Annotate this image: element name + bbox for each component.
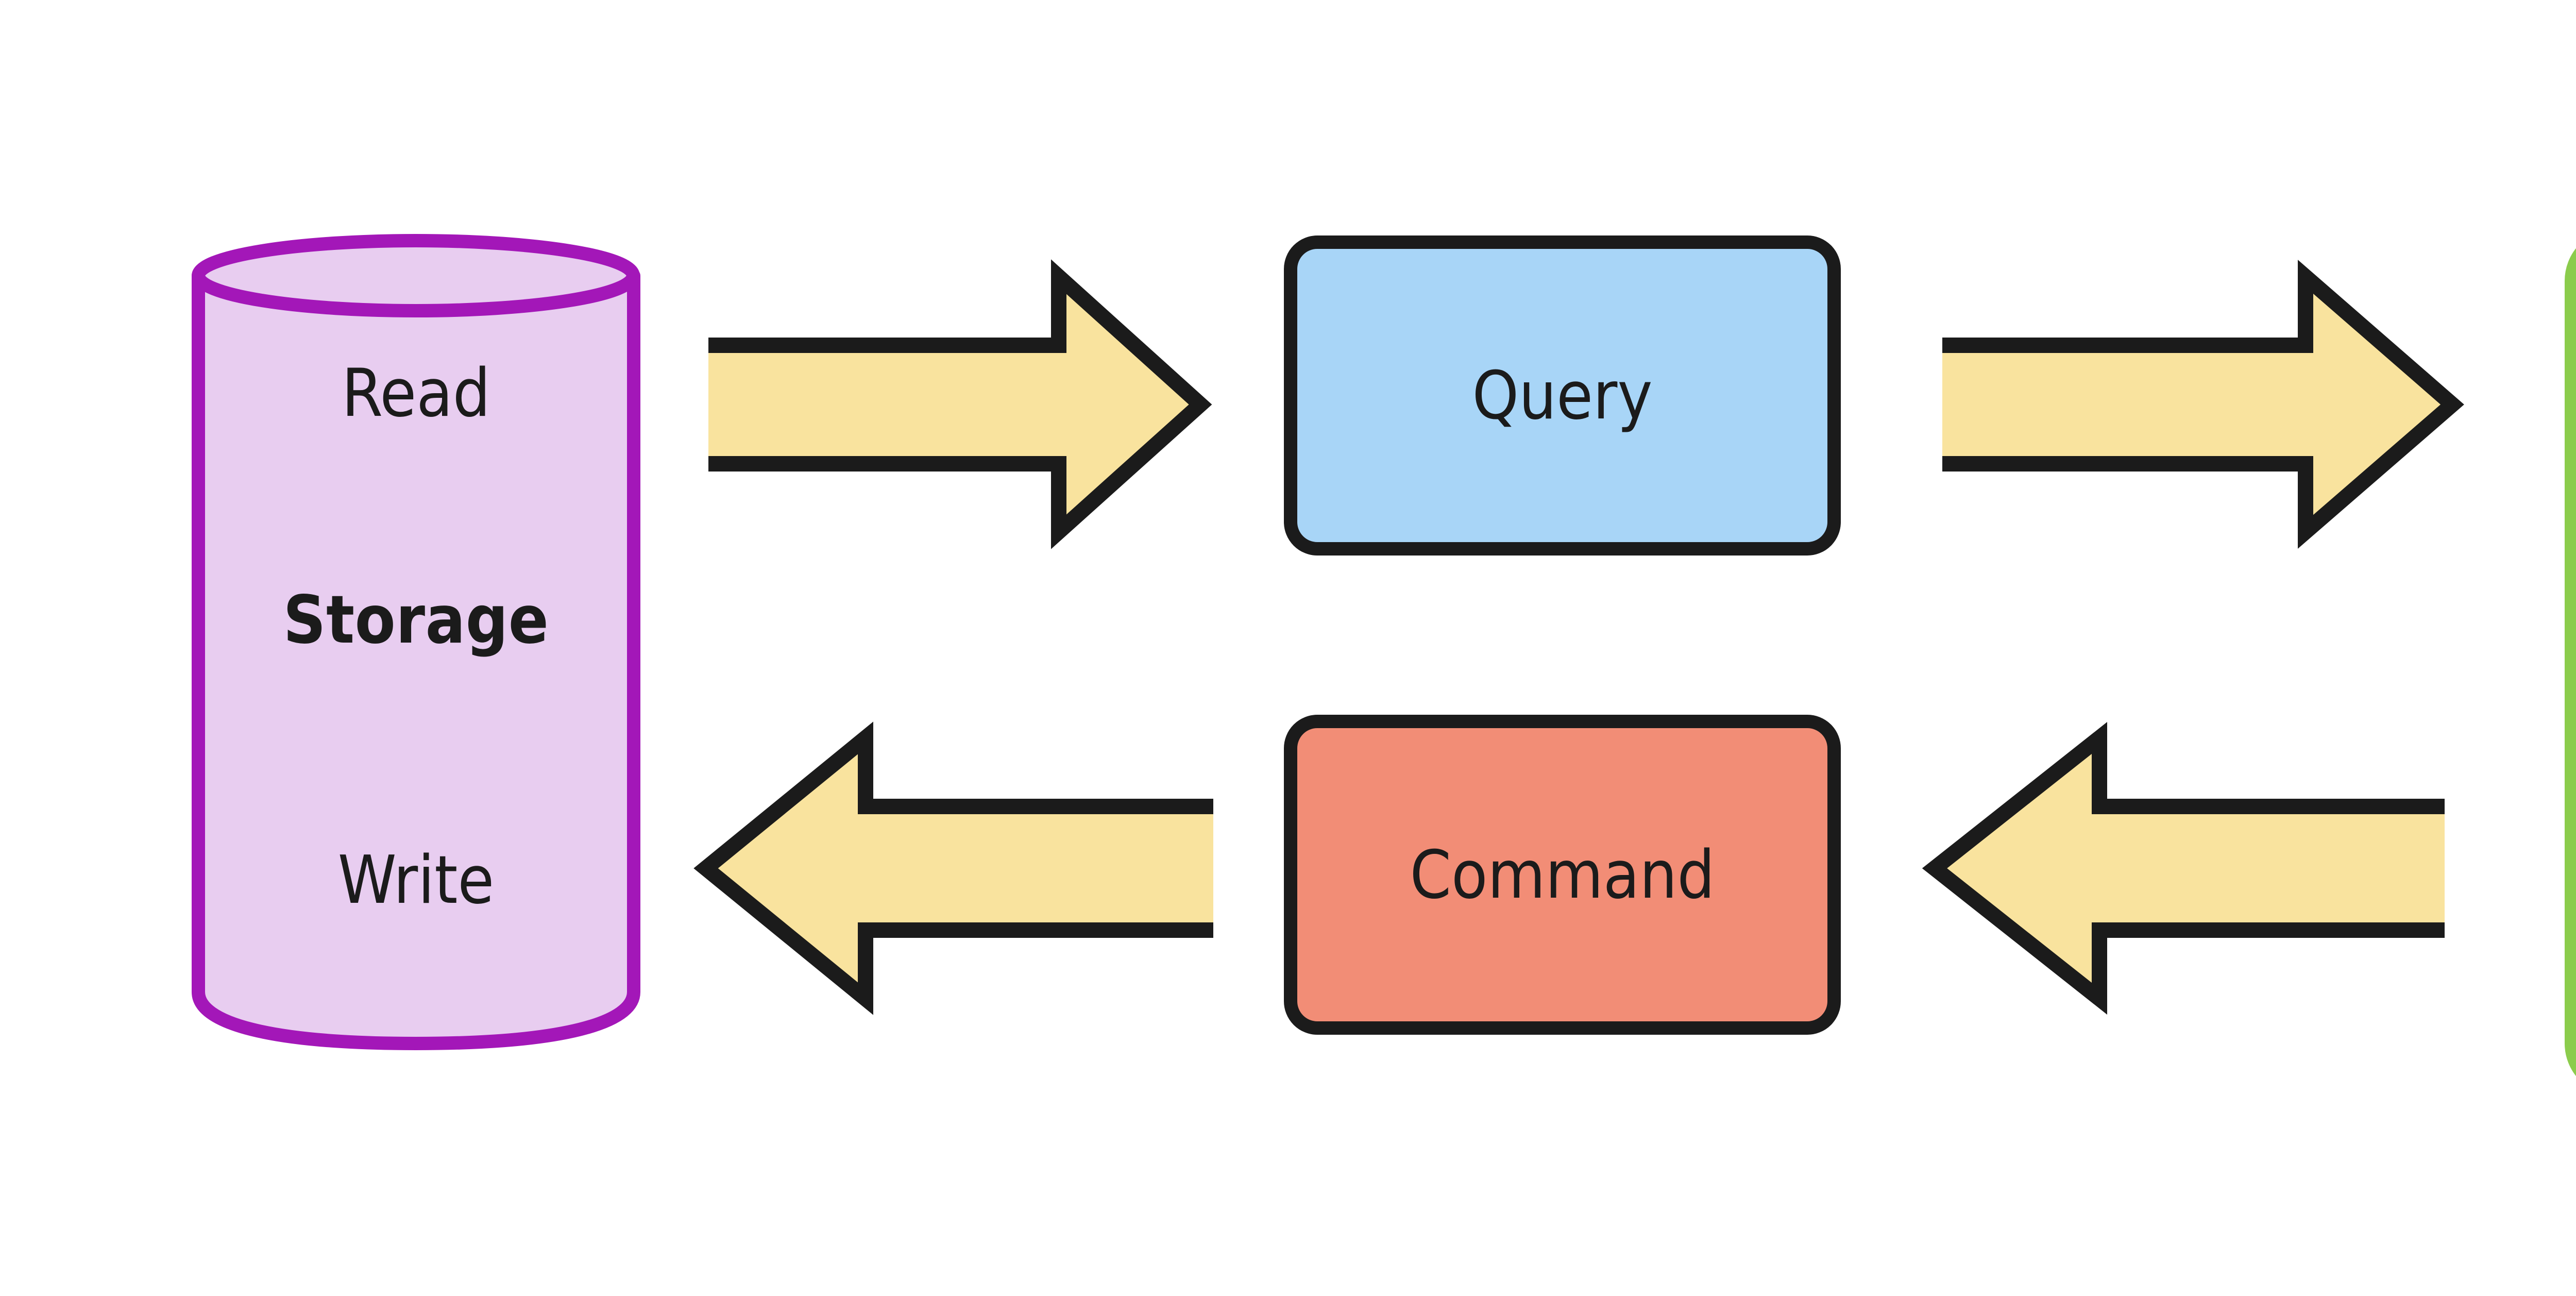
node-storage[interactable] — [192, 234, 640, 1050]
storage-write-label: Write — [337, 842, 495, 919]
arrow-storage-to-query[interactable] — [708, 259, 1212, 549]
command-box-shape — [1284, 715, 1841, 1035]
cylinder-top-ellipse — [192, 234, 640, 317]
left-arrow-shape — [1922, 722, 2445, 1015]
right-arrow-shape — [1942, 260, 2464, 549]
cylinder-body — [192, 269, 640, 1050]
arrow-ui-to-command[interactable] — [1922, 722, 2445, 1015]
arrow-query-to-ui[interactable] — [1942, 260, 2464, 549]
query-box-shape — [1284, 235, 1841, 556]
storage-read-label: Read — [342, 355, 490, 432]
left-arrow-shape — [693, 721, 1213, 1015]
storage-title-label: Storage — [283, 582, 549, 659]
query-label: Query — [1472, 358, 1653, 434]
arrow-command-to-storage[interactable] — [693, 721, 1213, 1015]
command-label: Command — [1410, 837, 1715, 914]
right-arrow-shape — [708, 259, 1212, 549]
node-query[interactable] — [1284, 235, 1841, 556]
node-command[interactable] — [1284, 715, 1841, 1035]
